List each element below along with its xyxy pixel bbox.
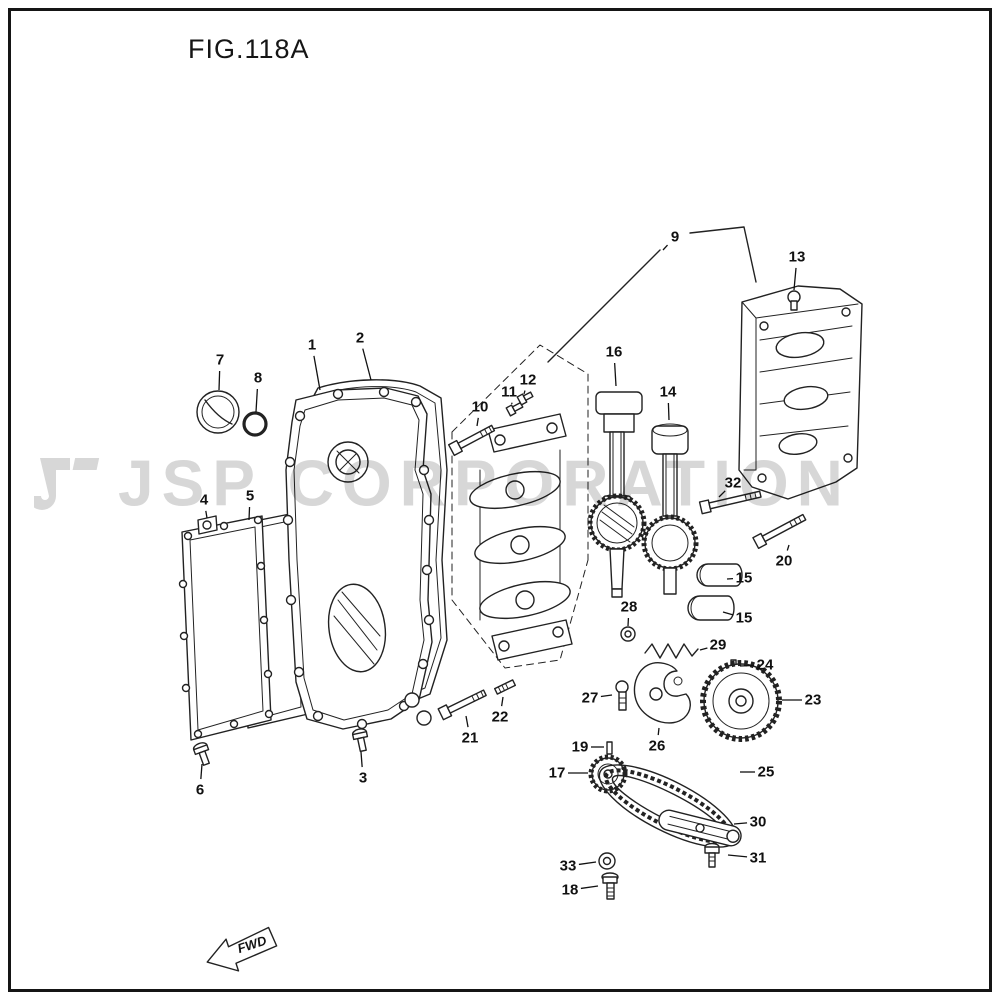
bolt-18 — [601, 872, 619, 900]
spring-29 — [644, 643, 699, 659]
leader-line-2 — [362, 348, 372, 381]
part-label-4: 4 — [200, 492, 209, 509]
leader-line-24 — [739, 664, 755, 667]
part-label-7: 7 — [216, 352, 224, 369]
leader-line-9 — [662, 244, 669, 251]
oil-filler-cap — [196, 390, 240, 434]
leader-line-1 — [313, 355, 321, 391]
side-cover-plate — [178, 515, 274, 741]
washer-28 — [620, 626, 636, 642]
bolt-32 — [698, 490, 762, 515]
washer-33 — [598, 852, 616, 870]
leader-line-12 — [523, 390, 526, 395]
part-label-33: 33 — [560, 858, 577, 875]
part-label-15a: 15 — [736, 570, 753, 587]
stud-22 — [493, 679, 517, 695]
part-label-6: 6 — [196, 782, 204, 799]
part-label-23: 23 — [805, 692, 822, 709]
part-label-5: 5 — [246, 488, 254, 505]
callout-9-lines — [547, 226, 757, 363]
part-label-21: 21 — [462, 730, 479, 747]
balancer-sprocket — [700, 660, 782, 742]
bolt-20 — [752, 513, 807, 550]
part-label-30: 30 — [750, 814, 767, 831]
engine-block — [738, 285, 863, 500]
part-label-16: 16 — [606, 344, 623, 361]
leader-line-14 — [667, 402, 670, 421]
part-label-32: 32 — [725, 475, 742, 492]
bolt-12 — [516, 391, 534, 406]
part-label-15b: 15 — [736, 610, 753, 627]
part-label-13: 13 — [789, 249, 806, 266]
part-label-17: 17 — [549, 765, 566, 782]
leader-line-31 — [727, 854, 748, 858]
chain-guide — [658, 809, 742, 847]
part-label-3: 3 — [359, 770, 367, 787]
part-label-10: 10 — [472, 399, 489, 416]
bolt-13 — [787, 290, 801, 311]
part-label-31: 31 — [750, 850, 767, 867]
leader-line-4 — [205, 510, 208, 519]
part-label-24: 24 — [757, 657, 774, 674]
leader-line-21 — [465, 715, 469, 728]
bolt-21 — [437, 689, 487, 721]
part-label-9: 9 — [671, 229, 679, 246]
fwd-arrow: FWD — [206, 926, 278, 972]
pin-19 — [606, 741, 613, 755]
balancer-weight — [633, 662, 691, 724]
leader-line-20 — [786, 544, 790, 551]
leader-line-16 — [613, 362, 617, 387]
leader-line-27 — [600, 694, 613, 698]
part-label-27: 27 — [582, 690, 599, 707]
leader-line-6 — [200, 763, 203, 780]
part-label-25: 25 — [758, 764, 775, 781]
part-label-2: 2 — [356, 330, 364, 347]
leader-line-30 — [733, 822, 748, 825]
part-label-29: 29 — [710, 637, 727, 654]
leader-line-3 — [360, 751, 363, 768]
leader-line-13 — [793, 267, 797, 291]
leader-line-22 — [500, 696, 504, 707]
part-label-18: 18 — [562, 882, 579, 899]
leader-line-32 — [718, 490, 726, 498]
oil-pan-cover — [282, 386, 435, 730]
figure-title: FIG.118A — [188, 34, 310, 64]
bolt-27 — [615, 680, 629, 711]
leader-line-10 — [476, 417, 479, 427]
leader-line-29 — [699, 647, 708, 651]
bolt-10 — [447, 424, 496, 457]
part-label-1: 1 — [308, 337, 316, 354]
part-label-11: 11 — [501, 384, 517, 401]
part-label-22: 22 — [492, 709, 509, 726]
part-label-26: 26 — [649, 738, 666, 755]
bolt-6 — [192, 742, 210, 766]
leader-line-7 — [218, 370, 221, 391]
leader-line-5 — [248, 506, 251, 521]
leader-line-26 — [657, 727, 660, 736]
part-label-12: 12 — [520, 372, 537, 389]
part-label-8: 8 — [254, 370, 262, 387]
leader-line-18 — [580, 885, 599, 890]
leader-line-33 — [578, 861, 597, 866]
bolt-31 — [704, 842, 720, 868]
bearing-bushings — [687, 563, 743, 621]
crankcase-subassembly — [451, 344, 589, 669]
bolt-3 — [351, 728, 369, 753]
camshaft — [587, 391, 647, 598]
part-label-19: 19 — [572, 739, 589, 756]
part-label-20: 20 — [776, 553, 793, 570]
balancer-shaft — [641, 423, 699, 595]
o-ring — [242, 411, 268, 437]
part-label-14: 14 — [660, 384, 677, 401]
leader-line-15b — [722, 611, 734, 616]
part-label-28: 28 — [621, 599, 638, 616]
leader-line-8 — [255, 388, 259, 413]
